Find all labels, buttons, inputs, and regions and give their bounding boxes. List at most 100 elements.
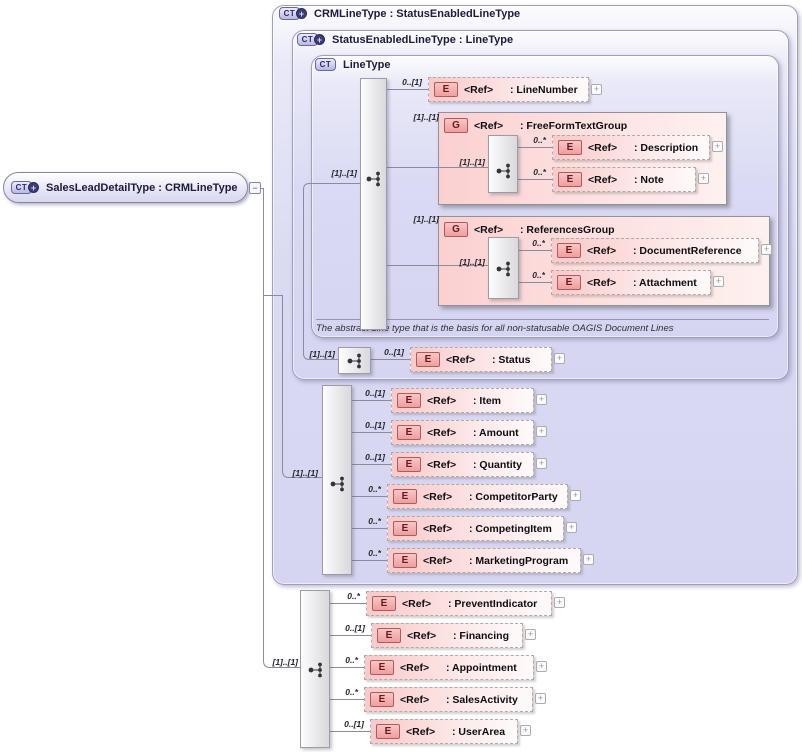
element-ref-label: <Ref> [464,83,494,96]
element-icon: E [557,243,581,258]
expand-icon[interactable]: + [713,276,724,287]
expand-icon[interactable]: + [536,458,547,469]
collapse-icon[interactable]: − [249,182,261,194]
element-ref-label: <Ref> [588,173,618,186]
extension-plus-icon: + [314,34,325,45]
element-box-sales-activity[interactable]: E <Ref> : SalesActivity [364,687,533,712]
element-name: : SalesActivity [446,693,518,706]
element-box-marketing-program[interactable]: E <Ref> : MarketingProgram [387,548,581,573]
element-box-line-number[interactable]: E <Ref> : LineNumber [428,77,589,102]
cardinality-competitor-party: 0..* [368,484,381,494]
expand-icon[interactable]: + [536,394,547,405]
expand-icon[interactable]: + [591,84,602,95]
element-box-document-reference[interactable]: E <Ref> : DocumentReference [551,238,759,263]
element-icon: E [393,521,417,536]
cardinality-crmlinetype-seq: [1]..[1] [292,468,319,478]
group-header: G <Ref> : FreeFormTextGroup [444,118,627,133]
sequence-icon [366,171,380,187]
expand-icon[interactable]: + [712,141,723,152]
sequence-icon [496,261,510,277]
expand-icon[interactable]: + [583,554,594,565]
element-icon: E [377,628,401,643]
sequence-icon [347,353,361,369]
cardinality-statusenabledlinetype-seq: [1]..[1] [309,349,336,359]
cardinality-referencesgroup-seq: [1]..[1] [459,257,486,267]
element-box-item[interactable]: E <Ref> : Item [391,388,534,413]
cardinality-description: 0..* [533,135,546,145]
element-name: : LineNumber [510,83,578,96]
element-name: : CompetitorParty [469,490,558,503]
cardinality-freeformtextgroup-seq: [1]..[1] [459,157,486,167]
cardinality-freeformtextgroup: [1]..[1] [413,112,440,122]
type-title: LineType [343,58,391,71]
cardinality-status: 0..[1] [384,347,404,357]
expand-icon[interactable]: + [570,490,581,501]
expand-icon[interactable]: + [536,661,547,672]
type-title: CRMLineType : StatusEnabledLineType [314,7,521,20]
element-icon: E [370,660,394,675]
cardinality-appointment: 0..* [345,655,358,665]
root-type-pill-salesleaddetailtype[interactable]: CT+ SalesLeadDetailType : CRMLineType [3,172,248,203]
cardinality-user-area: 0..[1] [344,719,364,729]
element-box-appointment[interactable]: E <Ref> : Appointment [364,655,534,680]
root-type-title: SalesLeadDetailType : CRMLineType [46,181,238,194]
element-name: : Attachment [633,276,697,289]
element-name: : UserArea [452,725,506,738]
group-header: G <Ref> : ReferencesGroup [444,222,615,237]
cardinality-linetype-seq: [1]..[1] [331,168,358,178]
sequence-bar-referencesgroup [488,237,519,299]
expand-icon[interactable]: + [566,522,577,533]
cardinality-document-reference: 0..* [532,238,545,248]
cardinality-line-number: 0..[1] [402,77,422,87]
element-name: : CompetingItem [469,522,552,535]
element-ref-label: <Ref> [402,597,432,610]
sequence-box-statusenabledlinetype [338,347,371,374]
sequence-icon [330,476,344,492]
expand-icon[interactable]: + [525,629,536,640]
cardinality-sales-activity: 0..* [345,687,358,697]
sequence-icon [496,163,510,179]
element-ref-label: <Ref> [423,554,453,567]
sequence-bar-crmlinetype [322,385,352,575]
expand-icon[interactable]: + [520,725,531,736]
element-box-amount[interactable]: E <Ref> : Amount [391,420,534,445]
element-icon: E [397,457,421,472]
cardinality-note: 0..* [533,167,546,177]
element-ref-label: <Ref> [588,141,618,154]
sequence-icon [308,662,322,678]
element-box-note[interactable]: E <Ref> : Note [552,167,696,192]
element-box-user-area[interactable]: E <Ref> : UserArea [370,719,518,744]
type-header-statusenabledlinetype: CT+ StatusEnabledLineType : LineType [297,32,513,47]
group-icon: G [444,118,468,133]
expand-icon[interactable]: + [698,173,709,184]
element-name: : PreventIndicator [448,597,538,610]
element-box-quantity[interactable]: E <Ref> : Quantity [391,452,534,477]
element-ref-label: <Ref> [427,394,457,407]
element-name: : Item [473,394,502,407]
expand-icon[interactable]: + [554,353,565,364]
type-header-linetype: CT LineType [315,57,390,72]
element-box-financing[interactable]: E <Ref> : Financing [371,623,523,648]
element-name: : Appointment [446,661,517,674]
expand-icon[interactable]: + [535,693,546,704]
element-box-attachment[interactable]: E <Ref> : Attachment [551,270,711,295]
element-box-status[interactable]: E <Ref> : Status [410,347,552,372]
cardinality-item: 0..[1] [365,388,385,398]
element-box-competing-item[interactable]: E <Ref> : CompetingItem [387,516,564,541]
element-box-prevent-indicator[interactable]: E <Ref> : PreventIndicator [366,591,552,616]
element-ref-label: <Ref> [427,426,457,439]
expand-icon[interactable]: + [536,426,547,437]
element-ref-label: <Ref> [423,522,453,535]
element-name: : Description [634,141,699,154]
element-ref-label: <Ref> [446,353,476,366]
element-box-description[interactable]: E <Ref> : Description [552,135,710,160]
complex-type-icon: CT [315,58,336,71]
element-box-competitor-party[interactable]: E <Ref> : CompetitorParty [387,484,568,509]
expand-icon[interactable]: + [761,244,772,255]
element-icon: E [372,596,396,611]
expand-icon[interactable]: + [554,597,565,608]
element-ref-label: <Ref> [407,629,437,642]
element-name: : DocumentReference [633,244,742,257]
cardinality-root-seq: [1]..[1] [272,657,299,667]
group-ref-label: <Ref> [474,223,504,236]
